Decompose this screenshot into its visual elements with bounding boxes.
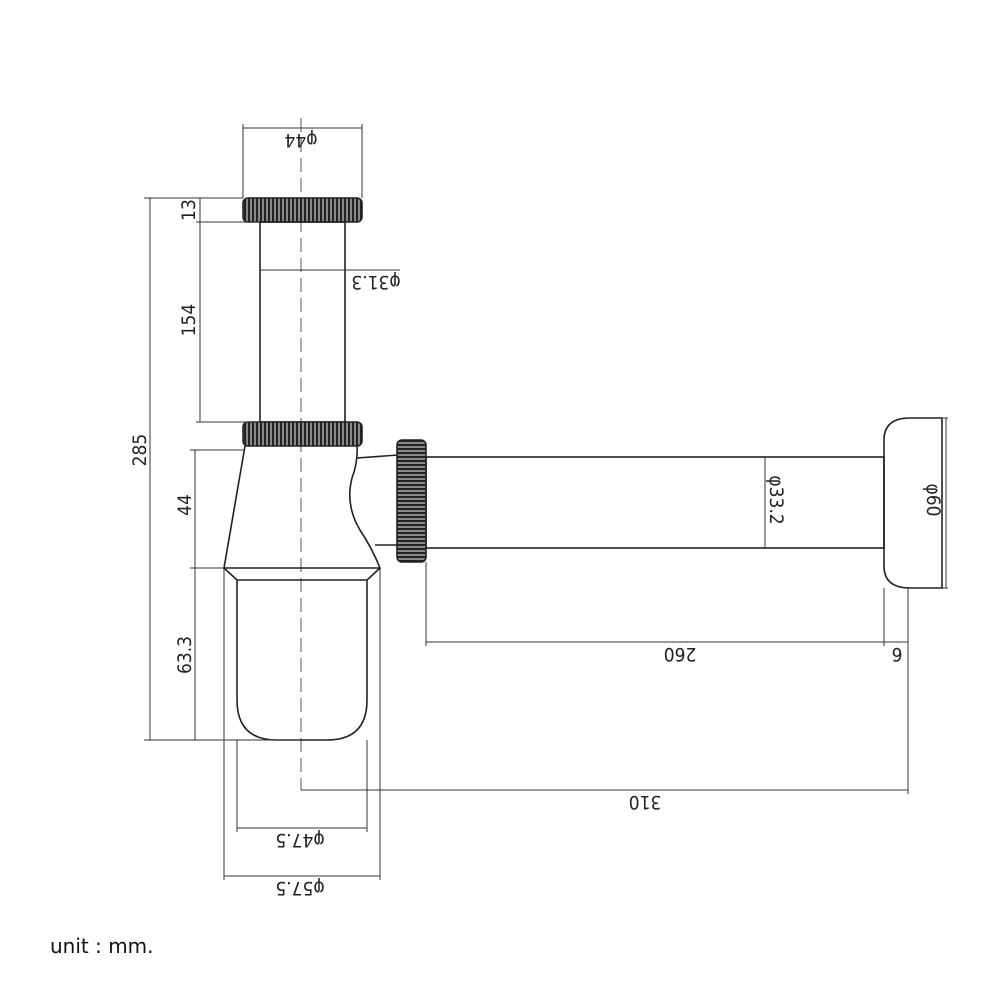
dim-top-nut-diameter: φ44 [284, 129, 317, 151]
unit-note: unit : mm. [50, 934, 154, 958]
dim-nut-height: 13 [178, 199, 200, 221]
dimension-lines [144, 124, 948, 880]
vertical-tube [259, 221, 346, 423]
dim-flange-thickness: 6 [892, 643, 903, 665]
dim-pipe-length: 260 [664, 643, 697, 665]
dim-overall-depth: 310 [629, 791, 662, 813]
horizontal-nut [396, 439, 427, 563]
dim-cup-outer-diameter: φ57.5 [275, 877, 324, 899]
dim-tube-diameter: φ31.3 [351, 271, 400, 293]
dim-flange-diameter: φ60 [922, 483, 944, 516]
dim-overall-height: 285 [129, 434, 151, 467]
top-nut [242, 197, 363, 223]
dim-tube-length: 154 [178, 304, 200, 337]
dim-pipe-diameter: φ33.2 [765, 475, 787, 524]
trap-cup [223, 567, 381, 741]
dim-body-height: 44 [174, 494, 196, 516]
dim-cup-inner-diameter: φ47.5 [275, 829, 324, 851]
trap-body [223, 445, 382, 569]
wall-pipe [425, 456, 885, 549]
lower-nut [242, 421, 363, 447]
dim-cup-height: 63.3 [174, 636, 196, 674]
body-outlet [356, 454, 399, 546]
